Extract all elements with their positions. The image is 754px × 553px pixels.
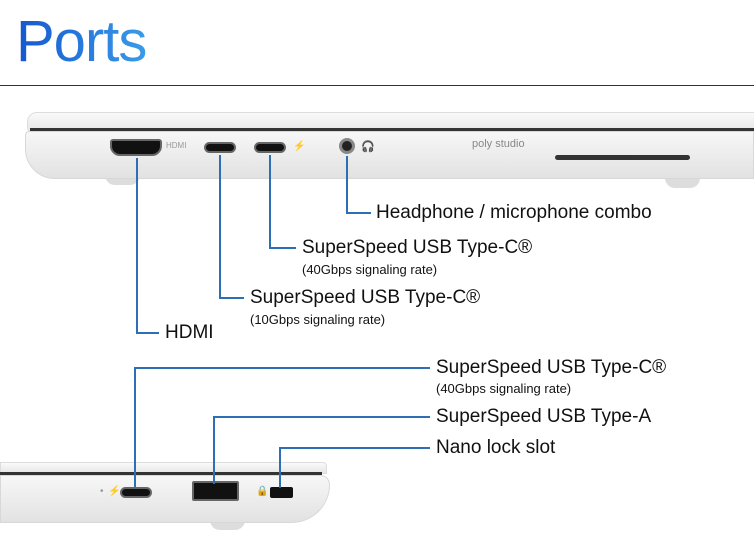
- thunderbolt-icon: ⚡: [293, 141, 306, 152]
- callout-usbc-10-note: (10Gbps signaling rate): [250, 312, 386, 327]
- callout-nano-lock: Nano lock slot: [436, 437, 556, 458]
- divider: [0, 85, 754, 86]
- callout-bottom-usbc-label: SuperSpeed USB Type-C®: [436, 357, 667, 378]
- headphone-jack: [339, 138, 355, 154]
- callout-usbc-40-label: SuperSpeed USB Type-C®: [302, 237, 533, 258]
- headphone-icon: 🎧: [361, 141, 375, 153]
- lock-icon: 🔒: [256, 486, 269, 497]
- thunderbolt-icon: ⚡: [108, 486, 121, 497]
- callout-usbc-10-label: SuperSpeed USB Type-C®: [250, 287, 481, 308]
- callout-usba: SuperSpeed USB Type-A: [436, 406, 652, 427]
- nano-lock-slot: [270, 487, 293, 498]
- usb-c-10gbps-port: [204, 142, 236, 153]
- brand-logo: poly studio: [472, 138, 525, 150]
- callout-hdmi: HDMI: [165, 322, 214, 343]
- usb-c-40gbps-port: [254, 142, 286, 153]
- callout-usbc-40-note: (40Gbps signaling rate): [302, 262, 438, 277]
- page-title: Ports: [16, 9, 147, 74]
- callout-bottom-usbc-note: (40Gbps signaling rate): [436, 381, 572, 396]
- speaker-grille: [555, 155, 690, 160]
- usb-a-port: [192, 481, 239, 501]
- callout-headphone: Headphone / microphone combo: [376, 202, 652, 223]
- usb-c-port: [120, 487, 152, 498]
- hdmi-port: [110, 139, 162, 156]
